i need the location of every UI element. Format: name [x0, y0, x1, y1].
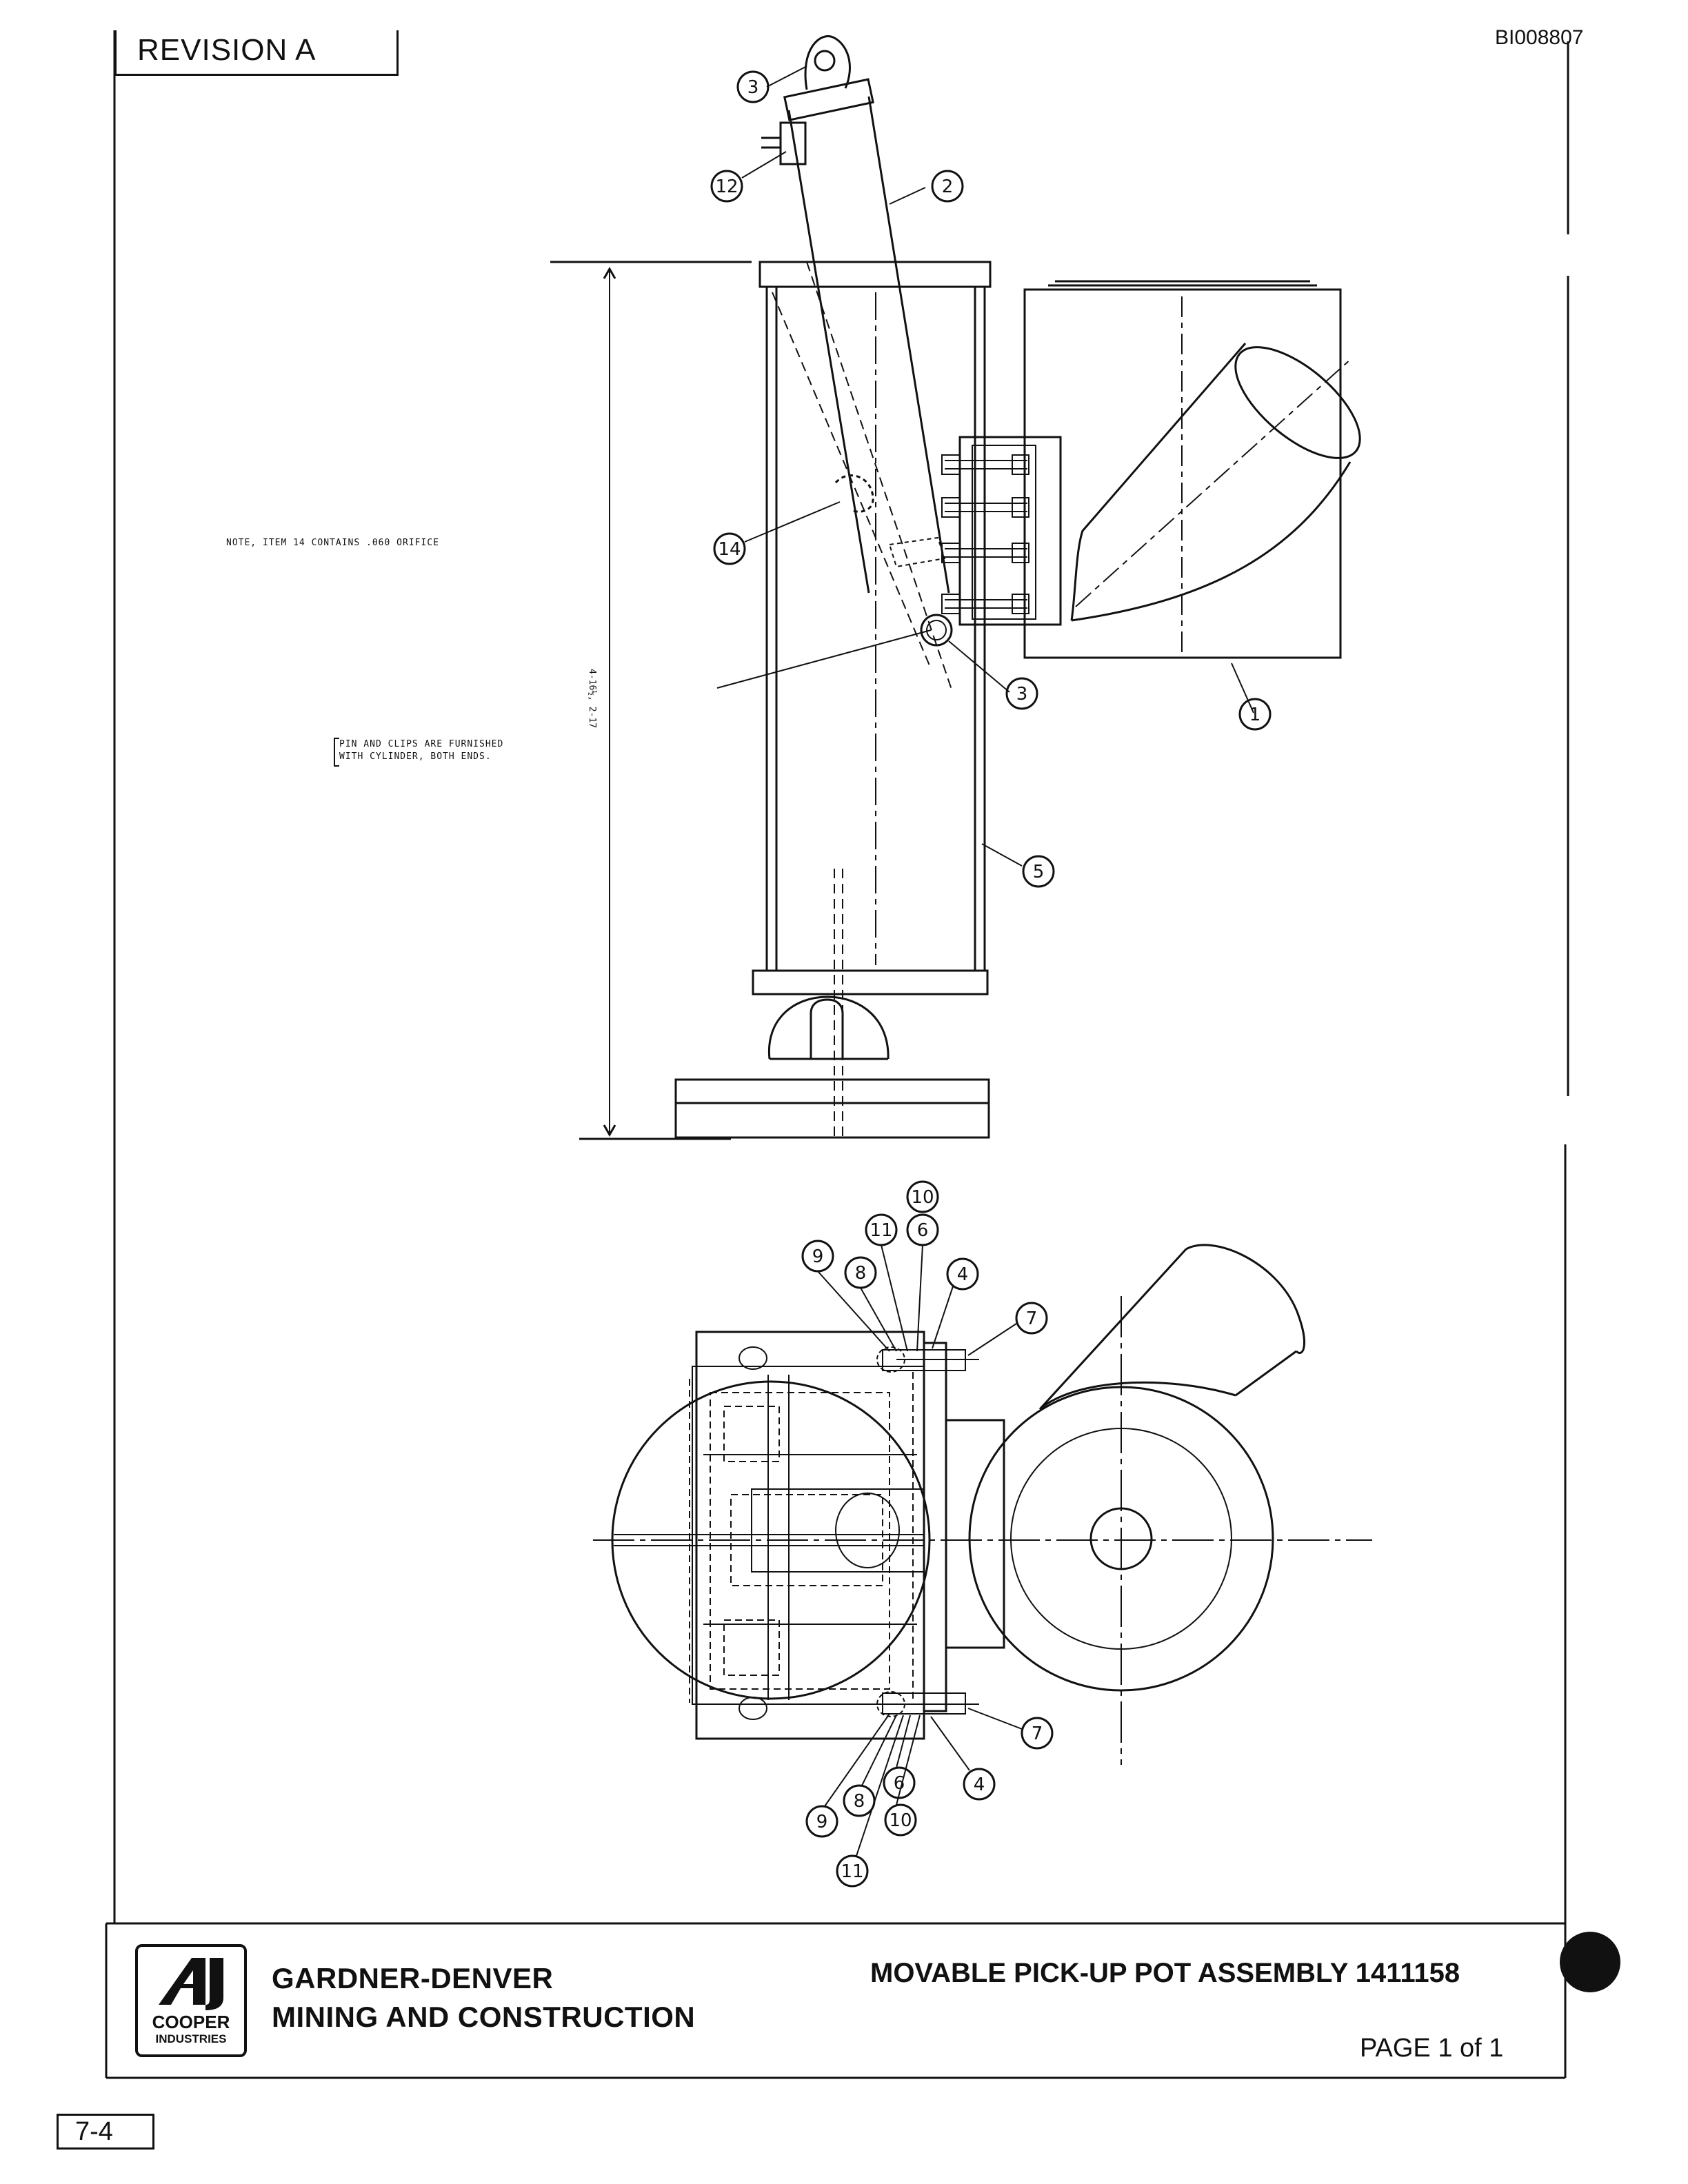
callout-10-bottom: 10: [889, 1810, 912, 1831]
callout-6-top: 6: [917, 1220, 929, 1241]
logo-industries-text: INDUSTRIES: [155, 2032, 227, 2045]
callout-5: 5: [1033, 862, 1045, 882]
cooper-industries-logo: COOPER INDUSTRIES: [135, 1944, 247, 2057]
overall-height-dimension: 4-16½, 2-17: [587, 669, 597, 729]
logo-cooper-text: COOPER: [152, 2012, 230, 2032]
callout-3-lower: 3: [1016, 684, 1028, 705]
callout-4-bottom: 4: [974, 1775, 985, 1795]
callout-14: 14: [718, 539, 741, 560]
callout-6-bottom: 6: [894, 1773, 905, 1794]
pin-clips-note-line1: PIN AND CLIPS ARE FURNISHED: [339, 739, 504, 749]
plan-view: [593, 1244, 1372, 1765]
callout-9-top: 9: [812, 1246, 824, 1267]
orifice-note: NOTE, ITEM 14 CONTAINS .060 ORIFICE: [226, 538, 439, 548]
callout-10-top: 10: [911, 1187, 934, 1208]
elevation-view: [550, 35, 1361, 1140]
note-bracket: [334, 738, 339, 767]
callout-4-top: 4: [957, 1264, 969, 1285]
callout-7-top: 7: [1026, 1308, 1038, 1329]
callout-8-top: 8: [855, 1263, 867, 1284]
drawing-title: MOVABLE PICK-UP POT ASSEMBLY 1411158: [870, 1958, 1460, 1988]
company-name-line1: GARDNER-DENVER: [272, 1962, 554, 1994]
callout-1: 1: [1249, 705, 1261, 725]
callout-12: 12: [715, 176, 738, 197]
cooper-logo-mark-icon: [159, 1958, 223, 2010]
company-name-line2: MINING AND CONSTRUCTION: [272, 2001, 696, 2033]
callout-2: 2: [942, 176, 954, 197]
callout-11-bottom: 11: [841, 1861, 863, 1882]
callout-8-bottom: 8: [854, 1791, 865, 1812]
callout-9-bottom: 9: [816, 1812, 828, 1832]
pin-clips-note-line2: WITH CYLINDER, BOTH ENDS.: [339, 751, 492, 762]
revision-label: REVISION A: [137, 33, 316, 67]
callout-7-bottom: 7: [1032, 1723, 1043, 1744]
revision-box: REVISION A: [114, 30, 399, 76]
page-indicator: PAGE 1 of 1: [1360, 2034, 1504, 2063]
callout-11-top: 11: [870, 1220, 892, 1241]
callout-3-upper: 3: [747, 77, 759, 98]
page-number-box: 7-4: [57, 2114, 154, 2150]
